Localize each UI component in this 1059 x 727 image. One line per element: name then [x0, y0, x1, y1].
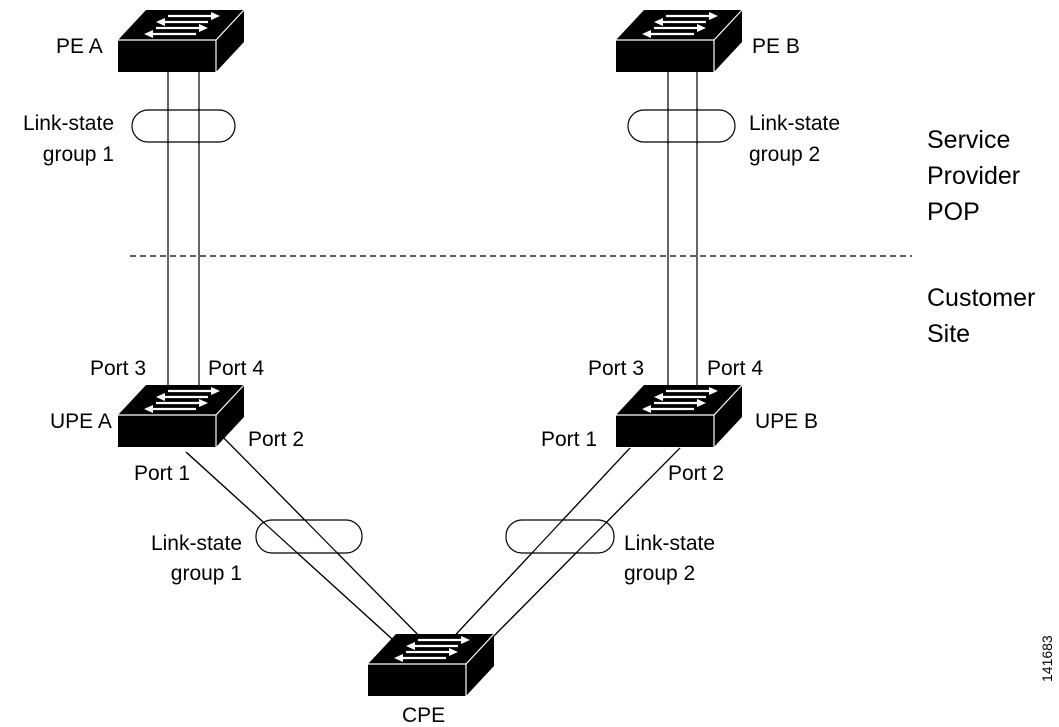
- pe-b-label: PE B: [752, 35, 800, 58]
- cpe-label: CPE: [402, 704, 445, 727]
- port-label: Port 1: [541, 428, 597, 451]
- upe-a-label: UPE A: [50, 410, 112, 433]
- link-state-oval-bottom-left: [255, 519, 363, 554]
- link-state-oval-bottom-right: [505, 519, 615, 554]
- link-state-group-label: group 1: [43, 143, 114, 166]
- port-label: Port 1: [134, 462, 190, 485]
- link-state-group-label: Link-state: [151, 532, 242, 555]
- wire-overlay-5: [185, 451, 403, 649]
- wire-overlay-6: [213, 427, 432, 649]
- port-label: Port 3: [90, 357, 146, 380]
- link-state-group-label: group 1: [171, 562, 242, 585]
- pe-a-label: PE A: [56, 35, 103, 58]
- port-label: Port 2: [248, 428, 304, 451]
- upe-b-switch-icon: [614, 383, 744, 449]
- link-state-group-label: Link-state: [23, 112, 114, 135]
- upe-a-switch-icon: [116, 383, 246, 449]
- link-state-group-label: group 2: [749, 143, 820, 166]
- pe-a-switch-icon: [116, 8, 246, 74]
- wire-overlay-8: [481, 447, 681, 649]
- port-label: Port 2: [668, 462, 724, 485]
- link-state-group-label: Link-state: [624, 532, 715, 555]
- upe-b-label: UPE B: [755, 410, 818, 433]
- wire-overlay-7: [431, 447, 631, 661]
- cpe-switch-icon: [366, 632, 496, 698]
- zone-label-provider: Service: [927, 126, 1010, 154]
- zone-label-provider: POP: [927, 198, 980, 226]
- zone-label-customer: Site: [927, 320, 970, 348]
- link-state-oval-top-left: [131, 109, 236, 143]
- pe-b-switch-icon: [614, 8, 744, 74]
- port-label: Port 4: [707, 357, 763, 380]
- port-label: Port 3: [588, 357, 644, 380]
- figure-id: 141683: [1039, 635, 1055, 682]
- link-state-group-label: group 2: [624, 562, 695, 585]
- link-state-group-label: Link-state: [749, 112, 840, 135]
- port-label: Port 4: [208, 357, 264, 380]
- link-state-oval-top-right: [627, 109, 736, 143]
- zone-label-provider: Provider: [927, 162, 1020, 190]
- zone-label-customer: Customer: [927, 284, 1035, 312]
